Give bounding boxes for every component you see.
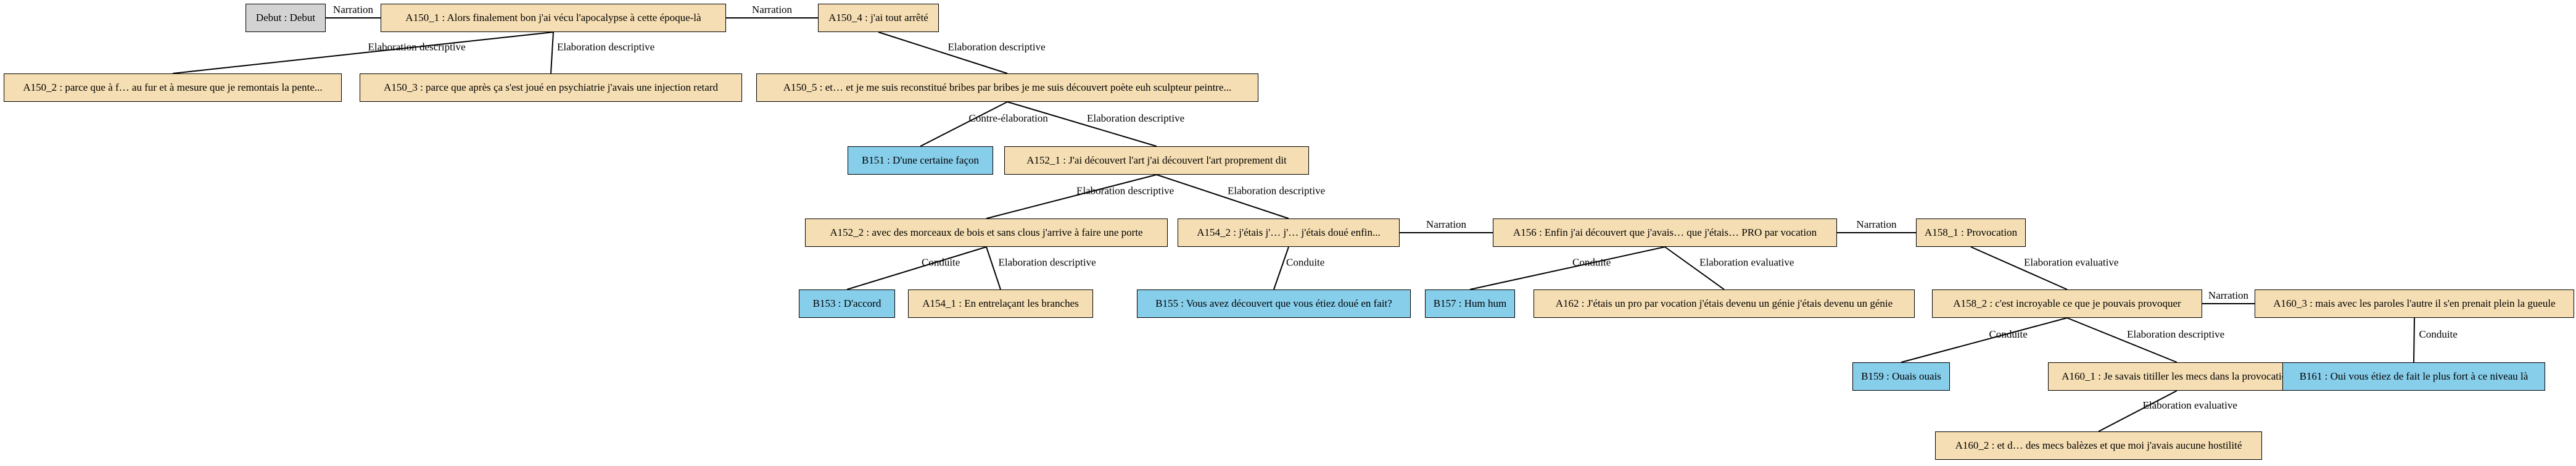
node-a150-3: A150_3 : parce que après ça s'est joué e… <box>360 73 742 102</box>
edge-n-a158-1-to-n-a158-2 <box>1970 246 2068 290</box>
edge-n-a150-5-to-n-b151 <box>920 101 1008 147</box>
edge-label: Conduite <box>1572 257 1611 268</box>
edge-label: Narration <box>1856 218 1897 230</box>
node-a160-2: A160_2 : et d… des mecs balèzes et que m… <box>1935 431 2262 460</box>
node-a154-2: A154_2 : j'étais j'… j'… j'étais doué en… <box>1178 218 1400 247</box>
edge-label: Elaboration descriptive <box>999 257 1096 268</box>
edge-label: Elaboration descriptive <box>1228 185 1325 197</box>
edge-n-a158-2-to-n-b159 <box>1901 317 2068 363</box>
node-a152-1: A152_1 : J'ai découvert l'art j'ai décou… <box>1004 146 1309 175</box>
edge-n-a156-to-n-a162 <box>1664 246 1725 290</box>
edge-label: Elaboration evaluative <box>2024 257 2118 268</box>
node-a150-2: A150_2 : parce que à f… au fur et à mesu… <box>4 73 342 102</box>
edge-label: Narration <box>752 4 793 15</box>
edge-label: Conduite <box>2419 328 2458 340</box>
edge-n-a152-2-to-n-b153 <box>846 246 987 290</box>
edge-label: Elaboration descriptive <box>948 41 1046 53</box>
edge-label: Conduite <box>922 257 960 268</box>
edge-label: Elaboration evaluative <box>2143 399 2237 411</box>
edge-n-a150-1-to-n-a150-2 <box>172 31 554 74</box>
edge-label: Conduite <box>1286 257 1324 268</box>
edge-n-a152-1-to-n-a152-2 <box>986 174 1157 219</box>
edge-label: Elaboration descriptive <box>1076 185 1174 197</box>
node-a150-4: A150_4 : j'ai tout arrêté <box>818 4 939 32</box>
node-b157: B157 : Hum hum <box>1425 289 1515 318</box>
node-a150-1: A150_1 : Alors finalement bon j'ai vécu … <box>381 4 726 32</box>
edge-label: Elaboration descriptive <box>1087 112 1184 124</box>
edge-label: Narration <box>2208 289 2249 301</box>
node-a160-1: A160_1 : Je savais titiller les mecs dan… <box>2048 362 2306 391</box>
edge-label: Elaboration descriptive <box>2127 328 2224 340</box>
edge-label: Narration <box>333 4 374 15</box>
edge-label: Conduite <box>1989 328 2028 340</box>
edge-n-a156-to-n-b157 <box>1469 246 1666 290</box>
edge-n-a160-1-to-n-a160-2 <box>2098 390 2178 432</box>
node-a162: A162 : J'étais un pro par vocation j'éta… <box>1534 289 1915 318</box>
edge-n-a150-5-to-n-a152-1 <box>1007 101 1157 147</box>
node-a156: A156 : Enfin j'ai découvert que j'avais…… <box>1493 218 1837 247</box>
edge-label: Elaboration descriptive <box>368 41 466 53</box>
edge-n-a152-1-to-n-a154-2 <box>1156 174 1289 219</box>
edge-n-a150-4-to-n-a150-5 <box>878 31 1008 74</box>
edge-label: Elaboration evaluative <box>1699 257 1794 268</box>
node-a160-3: A160_3 : mais avec les paroles l'autre i… <box>2255 289 2574 318</box>
edge-label: Contre-élaboration <box>969 112 1049 124</box>
node-b155: B155 : Vous avez découvert que vous étie… <box>1137 289 1411 318</box>
node-b151: B151 : D'une certaine façon <box>848 146 993 175</box>
edge-n-a154-2-to-n-b155 <box>1273 246 1289 290</box>
node-a152-2: A152_2 : avec des morceaux de bois et sa… <box>805 218 1168 247</box>
node-b153: B153 : D'accord <box>799 289 895 318</box>
node-b161: B161 : Oui vous étiez de fait le plus fo… <box>2282 362 2545 391</box>
node-a154-1: A154_1 : En entrelaçant les branches <box>908 289 1093 318</box>
node-a158-1: A158_1 : Provocation <box>1916 218 2026 247</box>
edge-n-a152-2-to-n-a154-1 <box>986 246 1001 290</box>
edge-n-a150-1-to-n-a150-3 <box>550 31 554 74</box>
edge-label: Narration <box>1426 218 1467 230</box>
node-b159: B159 : Ouais ouais <box>1852 362 1950 391</box>
node-a150-5: A150_5 : et… et je me suis reconstitué b… <box>756 73 1258 102</box>
node-debut: Debut : Debut <box>246 4 326 32</box>
node-a158-2: A158_2 : c'est incroyable ce que je pouv… <box>1932 289 2202 318</box>
edge-n-a158-2-to-n-a160-1 <box>2066 317 2178 363</box>
edge-label: Elaboration descriptive <box>557 41 654 53</box>
